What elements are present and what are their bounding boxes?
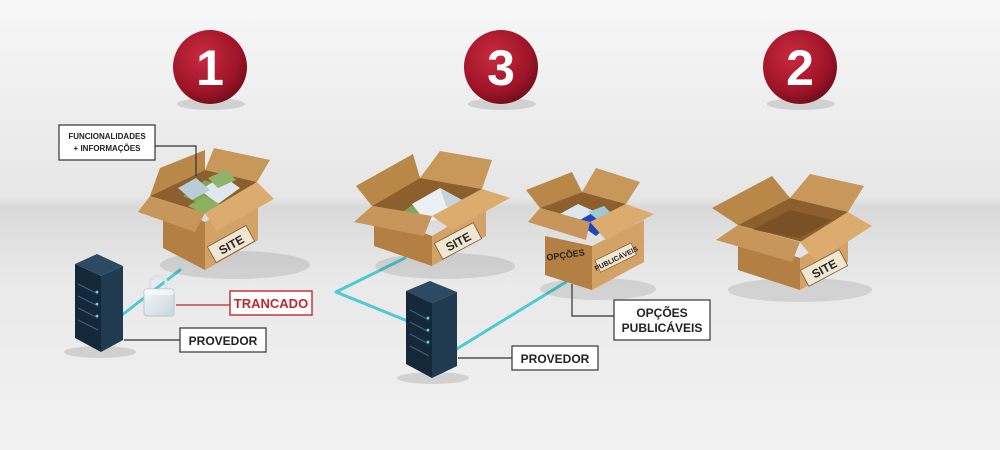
step-badge-2: 2 <box>763 30 837 110</box>
callout-leaders <box>124 145 614 359</box>
callout-server-3: PROVEDOR <box>511 345 599 371</box>
step-number: 3 <box>487 40 515 96</box>
callout-locked-text: TRANCADO <box>234 296 308 311</box>
cable-site3-options <box>453 280 568 352</box>
callout-locked: TRANCADO <box>229 290 313 316</box>
callout-contents-line-2: + INFORMAÇÕES <box>74 144 142 153</box>
callout-server-1: PROVEDOR <box>179 327 267 353</box>
leader-options <box>571 284 614 317</box>
server-3 <box>397 281 469 384</box>
callout-contents: FUNCIONALIDADES + INFORMAÇÕES <box>58 124 156 161</box>
step-number: 2 <box>786 40 814 96</box>
callout-options-line-1: OPÇÕES <box>636 305 687 320</box>
callout-options: OPÇÕES PUBLICÁVEIS <box>613 299 711 341</box>
callout-options-line-2: PUBLICÁVEIS <box>622 320 703 335</box>
step-number: 1 <box>196 40 224 96</box>
callout-contents-line-1: FUNCIONALIDADES <box>68 132 146 141</box>
padlock-icon <box>143 274 175 317</box>
cable-site3-main <box>334 256 412 324</box>
server-1 <box>64 254 136 358</box>
site-box-3: SITE <box>354 151 515 279</box>
leader-contents <box>155 145 197 176</box>
options-box: OPÇÕES PUBLICÁVEIS <box>526 168 656 300</box>
step-badge-1: 1 <box>173 30 247 110</box>
callout-server-3-text: PROVEDOR <box>521 352 590 366</box>
callout-server-1-text: PROVEDOR <box>189 334 258 348</box>
site-box-1: SITE <box>138 148 310 279</box>
site-box-2: SITE <box>712 174 872 302</box>
step-badge-3: 3 <box>464 30 538 110</box>
